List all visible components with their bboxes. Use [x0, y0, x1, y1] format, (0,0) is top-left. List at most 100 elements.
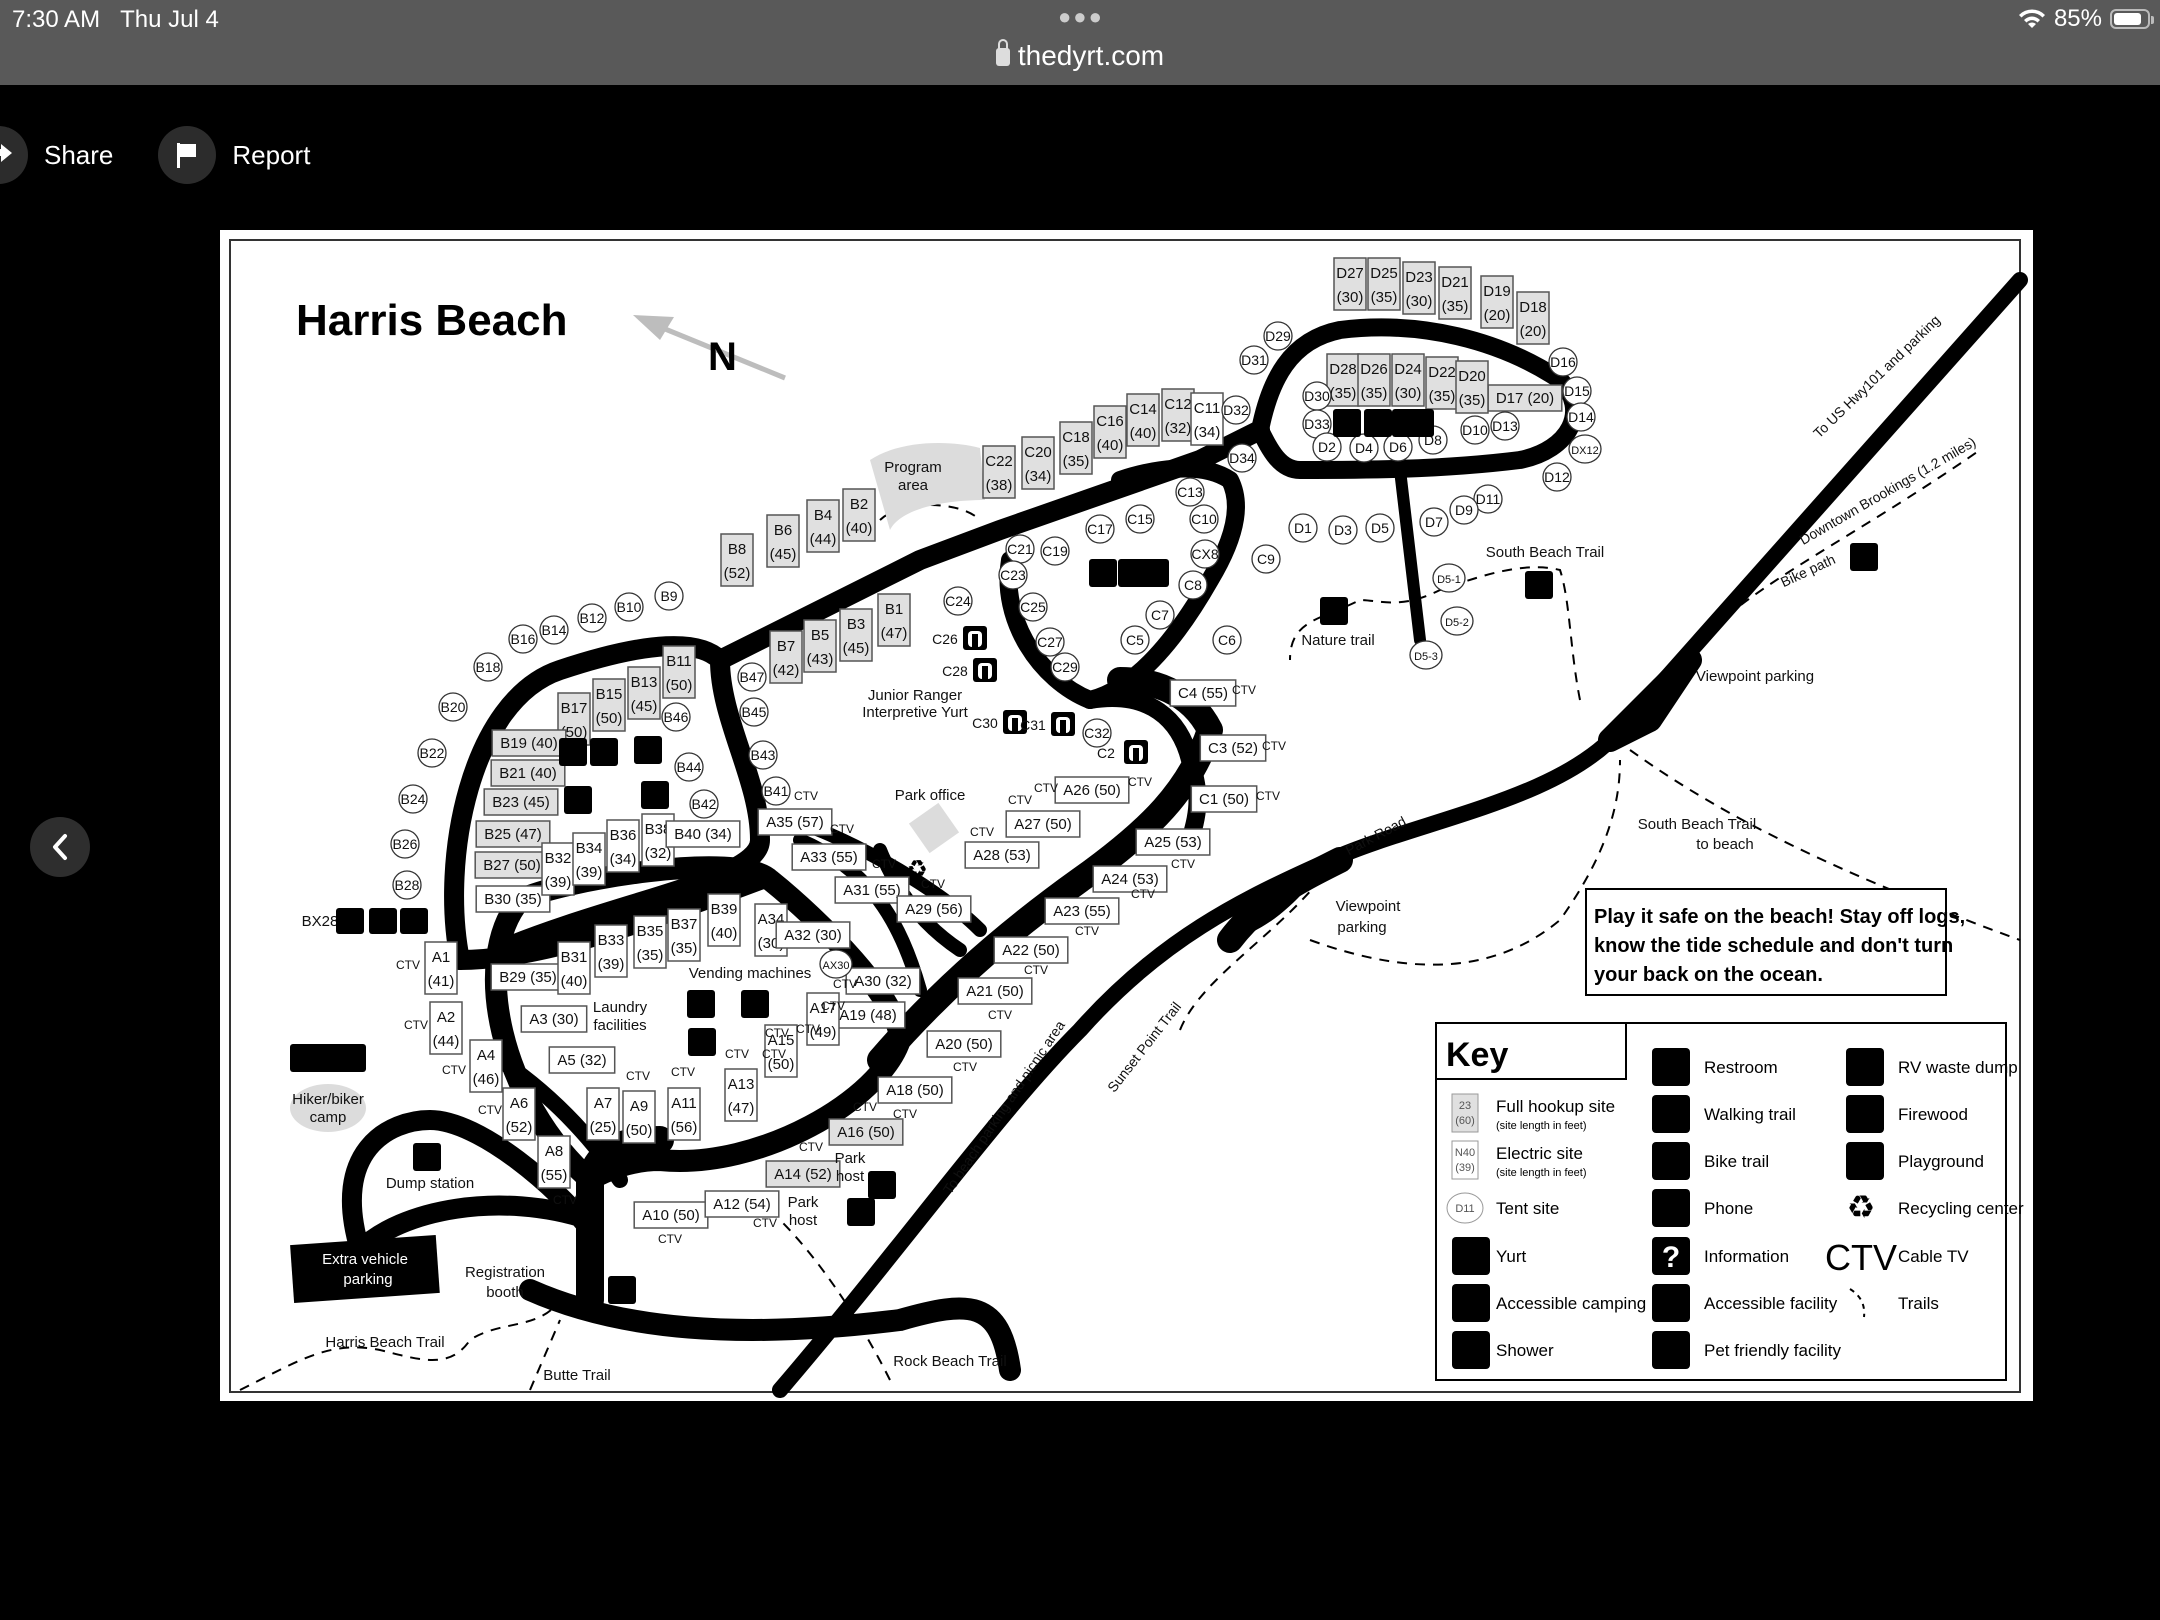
place-label: Rock Beach Trail	[893, 1353, 1006, 1370]
tent-site: C21	[1005, 534, 1035, 564]
svg-text:B41: B41	[764, 783, 789, 799]
svg-text:(35): (35)	[1459, 392, 1486, 409]
previous-image-button[interactable]	[30, 817, 90, 877]
tent-site: B43	[748, 740, 778, 770]
electric-site: A10 (50)	[633, 1201, 709, 1229]
facility-icon	[688, 1028, 716, 1056]
yurt-icon: C26	[932, 626, 987, 650]
svg-text:A8: A8	[545, 1143, 563, 1160]
tent-site: B18	[473, 652, 503, 682]
campground-map-image: Harris Beach N	[220, 230, 2033, 1401]
svg-text:(35): (35)	[671, 940, 698, 957]
svg-text:C17: C17	[1087, 521, 1113, 537]
svg-text:B45: B45	[742, 704, 767, 720]
place-label: Registration	[465, 1264, 545, 1281]
svg-text:(30): (30)	[1395, 385, 1422, 402]
svg-text:A14 (52): A14 (52)	[774, 1166, 832, 1183]
facility-icon	[400, 908, 428, 934]
svg-text:(25): (25)	[590, 1119, 617, 1136]
tent-site: D15	[1562, 376, 1592, 406]
svg-text:A26 (50): A26 (50)	[1063, 782, 1121, 799]
full-hookup-site: B27 (50)	[474, 851, 550, 879]
action-bar: Share Report	[0, 125, 310, 185]
svg-text:D13: D13	[1492, 418, 1518, 434]
full-hookup-site: B15(50)	[592, 678, 626, 732]
ctv-label: CTV	[1131, 887, 1155, 901]
svg-text:B36: B36	[610, 827, 637, 844]
facility-icon	[369, 908, 397, 934]
svg-text:B6: B6	[774, 522, 792, 539]
bx28-label: BX28	[302, 913, 339, 930]
restroom-legend-item: Restroom	[1652, 1048, 1778, 1086]
svg-text:B17: B17	[561, 700, 588, 717]
svg-text:D29: D29	[1265, 328, 1291, 344]
svg-text:A18 (50): A18 (50)	[886, 1082, 944, 1099]
svg-text:D9: D9	[1455, 502, 1473, 518]
electric-site: A9 (50)	[622, 1090, 656, 1144]
svg-text:D30: D30	[1304, 388, 1330, 404]
svg-text:N: N	[708, 335, 737, 379]
svg-text:A3 (30): A3 (30)	[529, 1011, 578, 1028]
svg-text:B7: B7	[777, 638, 795, 655]
svg-text:C26: C26	[932, 631, 958, 647]
ctv-label: CTV	[1024, 963, 1048, 977]
full-hookup-site: B19 (40)	[491, 729, 567, 757]
svg-text:A9: A9	[630, 1098, 648, 1115]
svg-text:B42: B42	[692, 796, 717, 812]
electric-site: A32 (30)	[775, 921, 851, 949]
svg-text:(35): (35)	[637, 947, 664, 964]
facility-icon	[1320, 597, 1348, 625]
svg-text:C31: C31	[1020, 717, 1046, 733]
place-label: Park	[835, 1150, 866, 1167]
electric-site: B40 (34)	[665, 820, 741, 848]
svg-text:C19: C19	[1042, 543, 1068, 559]
place-label: parking	[1337, 919, 1386, 936]
svg-text:(50): (50)	[626, 1122, 653, 1139]
facility-icon	[413, 1143, 441, 1171]
tent-site: C9	[1251, 544, 1281, 574]
svg-text:B40 (34): B40 (34)	[674, 826, 732, 843]
full-hookup-site: B25 (47)	[475, 820, 551, 848]
share-button[interactable]: Share	[0, 126, 113, 184]
tent-site: B26	[390, 829, 420, 859]
ctv-label: CTV	[762, 1047, 786, 1061]
hiker-biker-camp-area	[290, 1084, 366, 1132]
multitask-dots-icon[interactable]: ●●●	[1058, 4, 1104, 29]
svg-text:A16 (50): A16 (50)	[837, 1124, 895, 1141]
electric-site: A3 (30)	[520, 1005, 588, 1033]
full-hookup-site: D17 (20)	[1487, 384, 1563, 412]
svg-text:D2: D2	[1318, 439, 1336, 455]
address-bar[interactable]: thedyrt.com	[0, 39, 2160, 72]
electric-site: A17(49)	[806, 992, 840, 1046]
facility-icon	[1333, 409, 1361, 437]
svg-text:D5-3: D5-3	[1414, 651, 1438, 663]
chevron-left-icon	[53, 834, 67, 860]
svg-text:C12: C12	[1164, 396, 1192, 413]
svg-text:D33: D33	[1304, 416, 1330, 432]
svg-text:(20): (20)	[1484, 307, 1511, 324]
svg-text:D5-1: D5-1	[1437, 574, 1461, 586]
tent-site: B12	[577, 603, 607, 633]
tent-site: D5	[1365, 513, 1395, 543]
report-label: Report	[232, 139, 311, 170]
place-label: Nature trail	[1301, 632, 1374, 649]
electric-site: A12 (54)	[704, 1190, 780, 1218]
recycling-icon: ♻	[906, 856, 928, 883]
svg-text:CX8: CX8	[1191, 546, 1218, 562]
svg-text:D31: D31	[1241, 352, 1267, 368]
svg-text:Shower: Shower	[1496, 1341, 1554, 1360]
full-hookup-site: C14(40)	[1126, 393, 1160, 447]
ctv-label: CTV	[921, 877, 945, 891]
electric-site: A29 (56)	[896, 895, 972, 923]
electric-site: C4 (55)	[1169, 679, 1237, 707]
svg-text:D3: D3	[1334, 522, 1352, 538]
report-button[interactable]: Report	[158, 126, 310, 184]
firewood-legend-item: Firewood	[1846, 1095, 1968, 1133]
ctv-label: CTV	[833, 977, 857, 991]
electric-site: A33 (55)	[791, 843, 867, 871]
full-hookup-site: A14 (52)	[765, 1160, 841, 1188]
svg-text:CTV: CTV	[1825, 1237, 1897, 1278]
ctv-label: CTV	[893, 1107, 917, 1121]
svg-text:D12: D12	[1544, 469, 1570, 485]
svg-text:A29 (56): A29 (56)	[905, 901, 963, 918]
